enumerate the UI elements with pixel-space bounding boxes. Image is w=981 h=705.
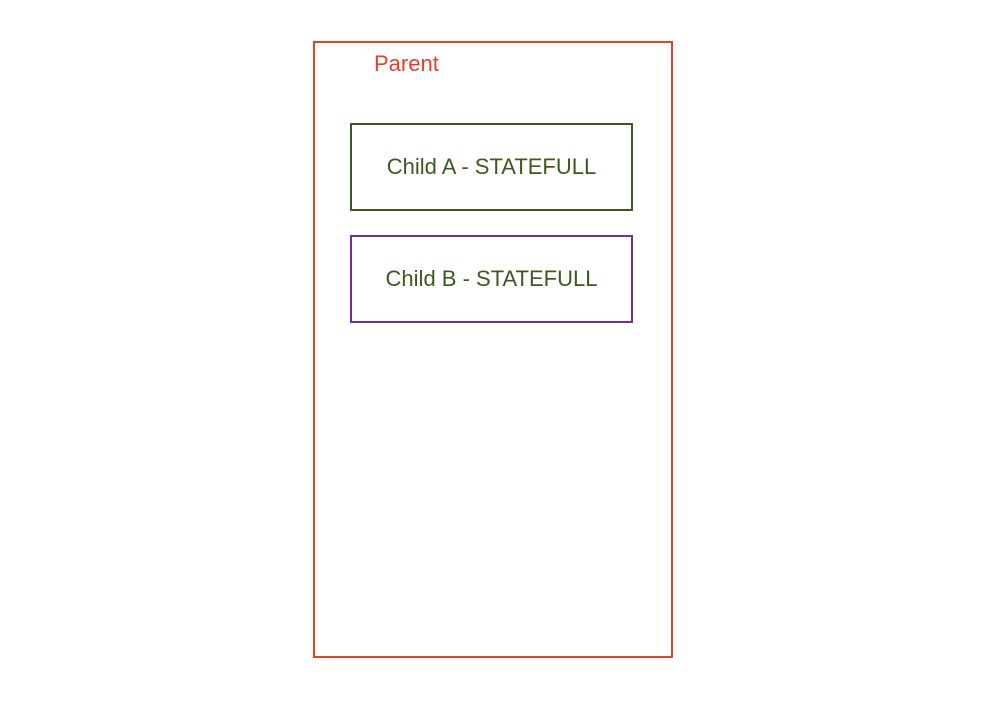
parent-component-box: [313, 41, 673, 658]
parent-label: Parent: [374, 51, 439, 76]
child-a-box: Child A - STATEFULL: [350, 123, 633, 211]
child-b-label: Child B - STATEFULL: [385, 266, 598, 291]
child-b-box: Child B - STATEFULL: [350, 235, 633, 323]
child-a-label: Child A - STATEFULL: [386, 154, 597, 179]
